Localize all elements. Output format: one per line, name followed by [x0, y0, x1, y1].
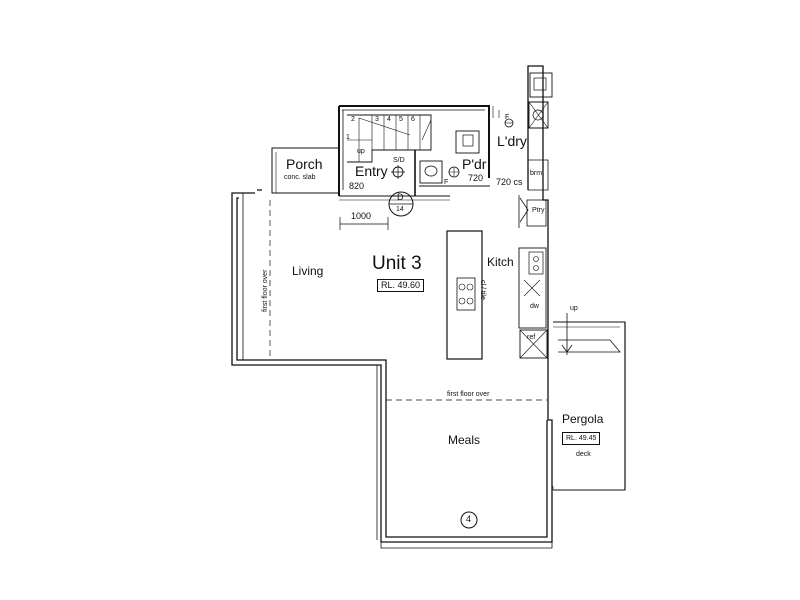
stair-step-4: 4 — [387, 116, 391, 123]
section-marker-sheet: 14 — [396, 206, 404, 213]
kitchen-fixtures — [446, 195, 548, 360]
deck-label: deck — [576, 451, 591, 458]
pantry-label: Ptry — [532, 207, 545, 214]
stair-step-3: 3 — [375, 116, 379, 123]
stair-block — [338, 105, 490, 196]
laundry-fixtures — [492, 72, 553, 191]
room-powder-label: P'dr — [462, 156, 487, 172]
room-pergola-label: Pergola — [562, 412, 604, 426]
unit-title: Unit 3 — [372, 253, 422, 274]
floor-waste-label-1: F — [505, 114, 510, 121]
section-marker-letter: D — [397, 192, 404, 202]
dimension-720: 720 — [468, 173, 484, 183]
pergola-deck — [552, 313, 626, 491]
first-floor-over-lines — [269, 200, 547, 401]
grid-marker-number: 4 — [466, 514, 472, 524]
dimension-820: 820 — [349, 181, 365, 191]
porch-note: conc. slab — [284, 174, 316, 181]
room-meals-label: Meals — [448, 433, 481, 447]
first-floor-over-note-vertical: first floor over — [262, 269, 269, 312]
room-laundry-label: L'dry — [497, 133, 527, 149]
unit-rl-badge: RL. 49.60 — [377, 279, 425, 292]
room-kitchen-label: Kitch — [487, 255, 514, 269]
outer-walls — [231, 65, 553, 549]
room-entry-label: Entry — [355, 163, 388, 179]
fridge-label: ref — [527, 334, 536, 341]
dimension-1000-label: 1000 — [351, 211, 372, 221]
dimension-1000 — [339, 217, 389, 230]
smoke-detector-symbol — [391, 165, 405, 179]
smoke-detector-label: S/D — [393, 157, 405, 164]
pergola-rl-badge: RL. 49.45 — [562, 432, 601, 445]
stair-step-1: 1 — [346, 134, 350, 141]
section-marker — [388, 191, 414, 217]
cl-tile-note: cl / tile — [479, 280, 486, 300]
grid-marker — [460, 511, 478, 529]
deck-up-note: up — [570, 305, 578, 312]
floor-waste-label-2: F — [444, 179, 449, 186]
stair-step-5: 5 — [399, 116, 403, 123]
broom-label: brm. — [530, 170, 544, 177]
stair-step-2: 2 — [351, 116, 355, 123]
room-living-label: Living — [292, 264, 324, 278]
dishwasher-label: dw — [530, 303, 539, 310]
powder-room-fixtures — [419, 130, 490, 187]
room-porch-label: Porch — [286, 156, 323, 172]
stair-step-6: 6 — [411, 116, 415, 123]
dimension-720cs: 720 cs — [496, 177, 523, 187]
first-floor-over-note-horizontal: first floor over — [447, 391, 490, 398]
stair-up-note: up — [357, 148, 365, 155]
